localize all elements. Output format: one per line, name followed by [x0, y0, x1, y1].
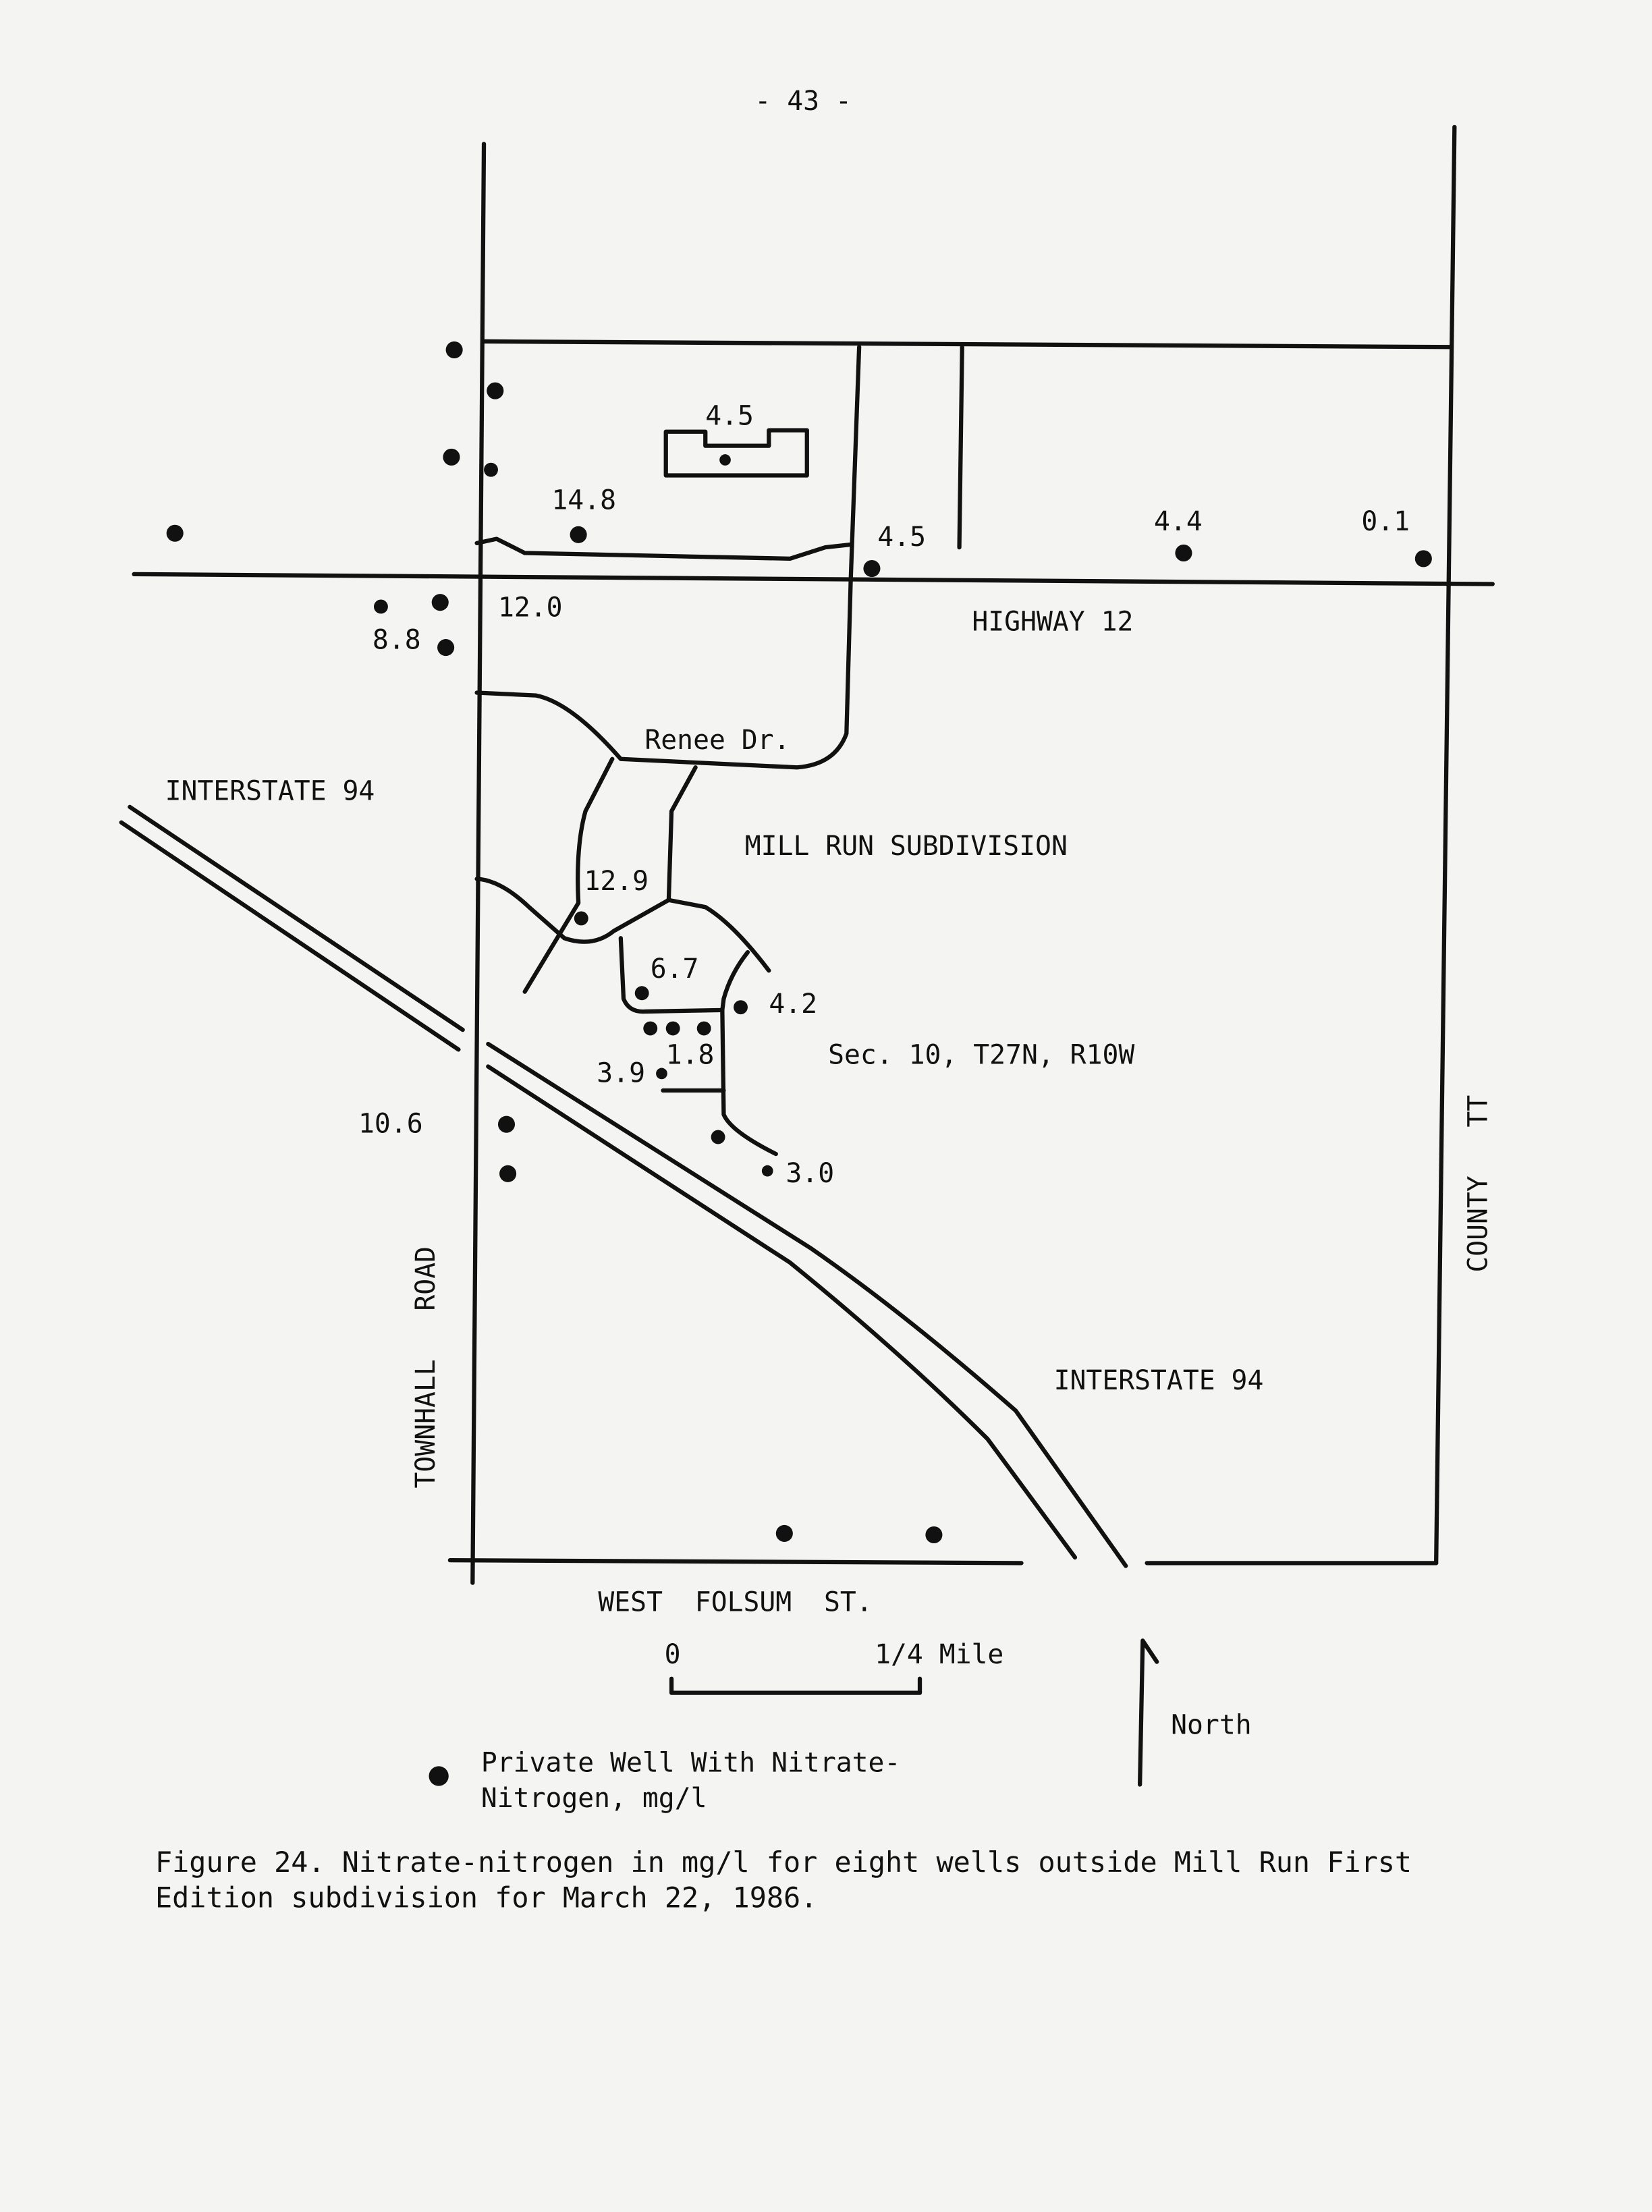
well-value: 3.9 [597, 1057, 645, 1088]
road-lines [119, 125, 1495, 1787]
highway-12-label: HIGHWAY 12 [972, 606, 1133, 637]
section-label: Sec. 10, T27N, R10W [828, 1039, 1134, 1070]
well-marker [570, 526, 587, 543]
well-value: 12.0 [498, 592, 563, 624]
well-value: 4.5 [877, 522, 926, 553]
west-folsum-label: WEST FOLSUM ST. [598, 1586, 872, 1617]
north-road-1 [848, 345, 862, 584]
townhall-road-label: TOWNHALL ROAD [410, 1246, 441, 1489]
north-boundary [481, 339, 1453, 350]
sub-road-1 [522, 756, 615, 994]
interstate-94-c [486, 1041, 1128, 1568]
well-marker [734, 1000, 748, 1015]
well-marker [643, 1021, 658, 1036]
interstate-94-label: INTERSTATE 94 [165, 775, 375, 806]
well-marker [634, 986, 649, 1001]
interstate-94-d [486, 1064, 1078, 1560]
highway-12 [132, 572, 1495, 586]
well-marker [719, 454, 731, 466]
north-frontage [474, 536, 853, 561]
well-value: 4.4 [1154, 506, 1203, 537]
townhall-road [470, 142, 487, 1585]
map-labels: HIGHWAY 12 Renee Dr. INTERSTATE 94 INTER… [165, 606, 1494, 1617]
sub-road-3 [474, 877, 771, 973]
well-value: 10.6 [358, 1109, 423, 1140]
well-marker [437, 639, 455, 657]
well-value-labels: 4.5 14.8 4.5 4.4 0.1 12.0 8.8 12.9 6.7 4… [358, 400, 1410, 1189]
scale-bar [669, 1676, 923, 1695]
west-folsum-st [447, 1558, 1024, 1566]
renee-dr [474, 579, 853, 770]
legend: Private Well With Nitrate- Nitrogen, mg/… [429, 1748, 901, 1814]
legend-text-line1: Private Well With Nitrate- [481, 1748, 901, 1779]
north-arrow-icon [1138, 1638, 1159, 1787]
figure-caption: Figure 24. Nitrate-nitrogen in mg/l for … [155, 1846, 1412, 1914]
well-marker [665, 1021, 680, 1036]
well-value: 8.8 [373, 625, 421, 656]
county-tt-road [1434, 125, 1457, 1566]
well-marker [487, 382, 504, 399]
interstate-94-label-se: INTERSTATE 94 [1054, 1365, 1264, 1396]
well-marker [1414, 550, 1432, 568]
well-value: 6.7 [651, 953, 699, 985]
caption-line1: Figure 24. Nitrate-nitrogen in mg/l for … [155, 1846, 1412, 1879]
interstate-94-a [128, 804, 465, 1032]
well-value: 12.9 [584, 866, 649, 897]
well-marker [656, 1068, 667, 1080]
private-wells [166, 341, 1432, 1544]
scale-and-north: 0 1/4 Mile North [665, 1639, 1252, 1741]
legend-well-icon [429, 1766, 449, 1786]
well-marker [775, 1524, 793, 1542]
well-value: 0.1 [1361, 506, 1410, 537]
well-marker [1175, 544, 1192, 562]
legend-text-line2: Nitrogen, mg/l [481, 1783, 707, 1814]
well-marker [445, 341, 463, 359]
well-marker [863, 559, 881, 578]
well-value: 14.8 [551, 485, 616, 516]
well-marker [431, 594, 449, 611]
well-marker [711, 1130, 725, 1144]
well-marker [499, 1165, 517, 1182]
well-marker [373, 599, 388, 614]
scale-zero: 0 [665, 1639, 681, 1670]
north-road-2 [957, 345, 964, 550]
well-value: 3.0 [786, 1158, 834, 1189]
renee-dr-label: Renee Dr. [644, 725, 790, 756]
county-tt-label: COUNTY TT [1462, 1095, 1493, 1273]
well-value: 1.8 [666, 1039, 715, 1070]
well-marker [761, 1165, 773, 1177]
well-marker [443, 448, 460, 466]
interstate-94-b [119, 820, 461, 1052]
well-marker [574, 911, 588, 926]
well-marker [696, 1021, 711, 1036]
well-value: 4.5 [705, 400, 754, 431]
north-label: North [1171, 1709, 1252, 1740]
building-outline [663, 428, 809, 478]
subdivision-label: MILL RUN SUBDIVISION [745, 831, 1068, 862]
well-marker [484, 462, 498, 477]
well-value: 4.2 [769, 989, 817, 1020]
caption-line2: Edition subdivision for March 22, 1986. [155, 1881, 817, 1914]
page-number: - 43 - [754, 86, 851, 117]
scale-quarter-mile: 1/4 Mile [875, 1639, 1003, 1670]
well-marker [166, 524, 184, 542]
well-marker [925, 1526, 943, 1544]
sub-road-4 [720, 1007, 778, 1157]
well-marker [497, 1115, 516, 1133]
sub-road-2 [666, 765, 698, 902]
